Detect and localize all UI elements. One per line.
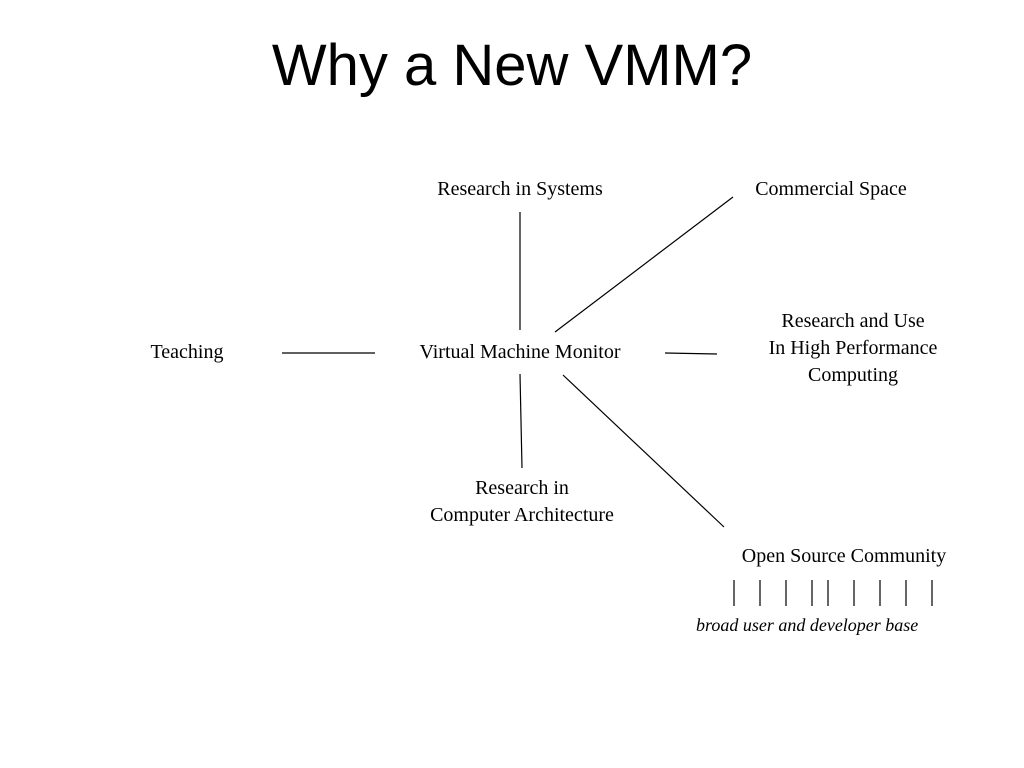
node-computer-architecture: Research in Computer Architecture bbox=[397, 475, 647, 529]
user-base-ticks bbox=[733, 580, 933, 606]
slide-title: Why a New VMM? bbox=[271, 33, 753, 98]
node-computer-architecture-line2: Computer Architecture bbox=[430, 504, 614, 526]
node-commercial-space: Commercial Space bbox=[730, 176, 932, 203]
node-hpc-line1: Research and Use bbox=[781, 310, 925, 332]
node-hpc-line3: Computing bbox=[807, 364, 898, 386]
connector-hpc bbox=[664, 352, 718, 355]
user-base-caption: broad user and developer base bbox=[696, 615, 919, 635]
node-teaching: Teaching bbox=[137, 339, 237, 366]
connector-open-source bbox=[562, 374, 725, 528]
node-computer-architecture-line1: Research in bbox=[475, 477, 569, 499]
connector-commercial bbox=[554, 196, 734, 333]
node-open-source-community-label: Open Source Community bbox=[741, 545, 947, 567]
node-research-in-systems: Research in Systems bbox=[420, 176, 620, 203]
node-research-in-systems-label: Research in Systems bbox=[437, 178, 603, 200]
node-teaching-label: Teaching bbox=[150, 341, 224, 363]
connector-architecture bbox=[519, 373, 523, 469]
node-commercial-space-label: Commercial Space bbox=[755, 178, 907, 200]
node-open-source-community: Open Source Community bbox=[719, 543, 969, 570]
node-virtual-machine-monitor: Virtual Machine Monitor bbox=[395, 339, 645, 366]
node-hpc-line2: In High Performance bbox=[768, 337, 938, 359]
node-virtual-machine-monitor-label: Virtual Machine Monitor bbox=[419, 341, 621, 363]
node-hpc: Research and Use In High Performance Com… bbox=[738, 308, 968, 389]
